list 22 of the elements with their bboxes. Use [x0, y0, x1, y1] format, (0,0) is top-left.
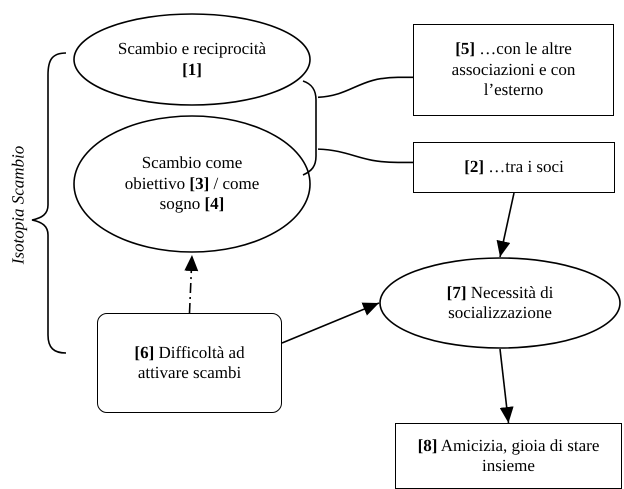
- text-box: [413, 24, 614, 116]
- arrow: [282, 302, 380, 344]
- text-box: [413, 142, 615, 193]
- ellipse-node: [379, 257, 621, 349]
- node-text: Scambio e reciprocità [1]: [116, 39, 268, 80]
- arrow: [496, 192, 515, 258]
- curly-bracket: [302, 80, 318, 176]
- connector-line: [318, 148, 413, 164]
- node-text: [5] …con le altre associazioni e con l’esterno: [450, 39, 576, 101]
- ellipse-node: [73, 115, 311, 253]
- arrow: [499, 348, 514, 424]
- node-text: Scambio come obiettivo [3] / come sogno [4]: [124, 153, 260, 215]
- node-text: [7] Necessità di socializzazione: [446, 282, 554, 324]
- axis-label: Isotopia Scambio: [8, 146, 28, 264]
- connector-line: [318, 76, 413, 98]
- text-box: [395, 423, 622, 489]
- node-text: [8] Amicizia, gioia di stare insieme: [416, 436, 600, 476]
- rounded-box: [97, 313, 282, 413]
- ellipse-node: [73, 13, 311, 106]
- node-text: [6] Difficoltà ad attivare scambi: [133, 342, 246, 384]
- node-text: [2] …tra i soci: [464, 157, 564, 178]
- arrow: [184, 254, 198, 314]
